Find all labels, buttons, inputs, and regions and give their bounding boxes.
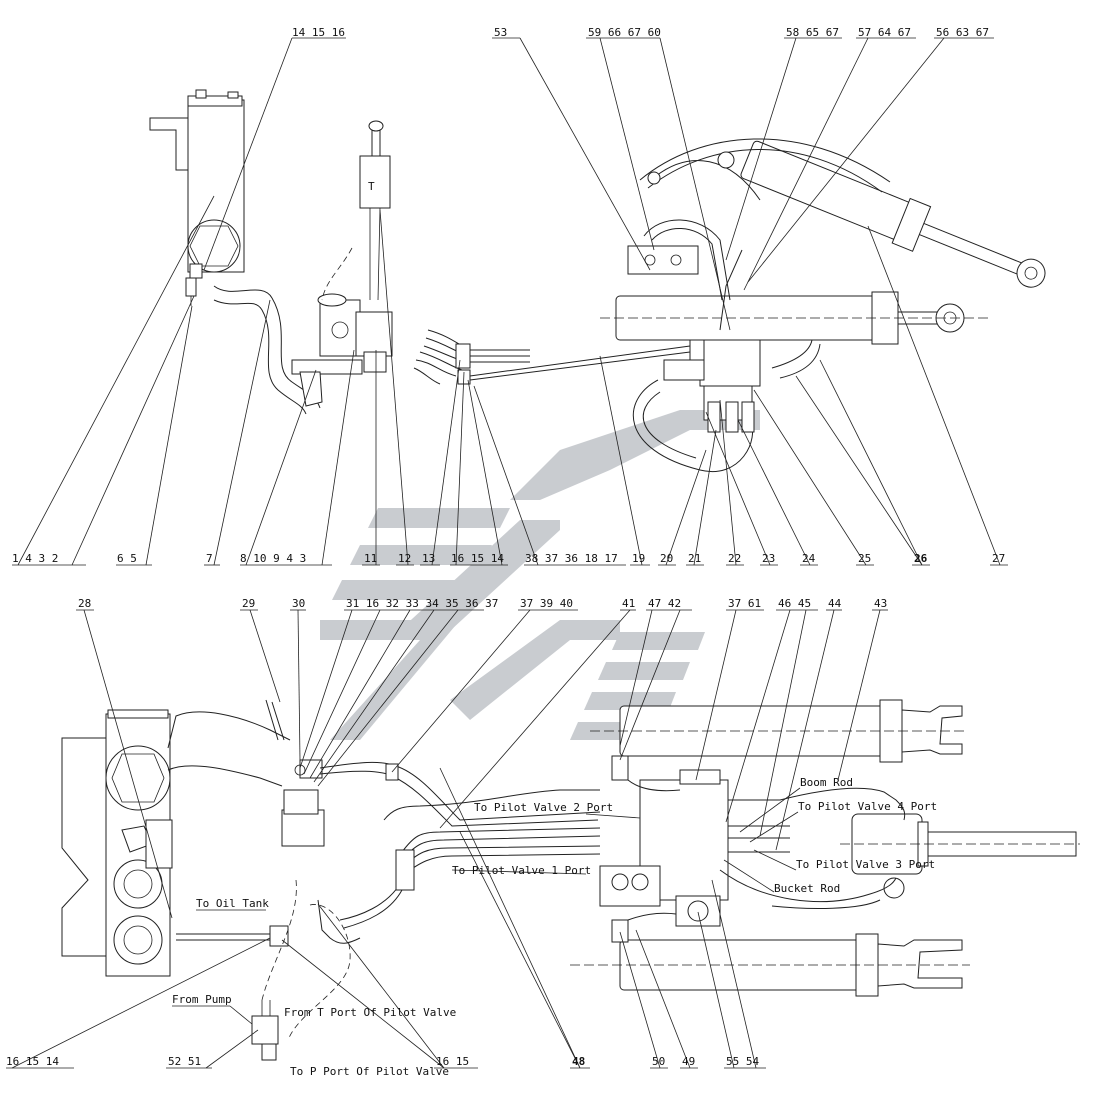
part-label-20: 20 bbox=[660, 552, 673, 565]
part-label-22: 22 bbox=[728, 552, 741, 565]
part-label-7: 7 bbox=[206, 552, 213, 565]
part-label-25: 25 bbox=[858, 552, 871, 565]
part-label-12: 12 bbox=[398, 552, 411, 565]
part-label-1-4-3-2: 1 4 3 2 bbox=[12, 552, 58, 565]
upper-pilot-lever: T bbox=[321, 120, 391, 301]
upper-filter-assembly bbox=[317, 293, 393, 373]
lower-main-valve-and-cylinders bbox=[383, 699, 1080, 997]
part-label-14-15-16: 14 15 16 bbox=[292, 26, 345, 39]
part-label-47-42: 47 42 bbox=[648, 597, 681, 610]
part-label-23: 23 bbox=[762, 552, 775, 565]
upper-top-part-labels: 14 15 16 53 59 66 67 60 58 65 67 57 64 6… bbox=[292, 26, 989, 39]
note-to-p-port: To P Port Of Pilot Valve bbox=[290, 1065, 449, 1078]
watermark-logo bbox=[320, 410, 760, 740]
lower-assembly-view bbox=[61, 699, 1080, 1061]
lower-bottom-part-labels: 16 15 14 52 51 16 15 48 50 49 55 54 bbox=[6, 1055, 759, 1068]
note-from-t-port: From T Port Of Pilot Valve bbox=[284, 1006, 456, 1019]
part-label-57-64-67: 57 64 67 bbox=[858, 26, 911, 39]
part-label-41: 41 bbox=[622, 597, 635, 610]
lower-priority-valve bbox=[251, 1000, 279, 1061]
part-label-52-51: 52 51 bbox=[168, 1055, 201, 1068]
part-label-43: 43 bbox=[874, 597, 887, 610]
part-label-27: 27 bbox=[992, 552, 1005, 565]
upper-bottom-part-labels: 1 4 3 2 6 5 7 8 10 9 4 3 11 12 13 16 15 … bbox=[12, 552, 1005, 565]
part-label-16-15-bottom: 16 15 bbox=[436, 1055, 469, 1068]
part-label-48: 48 bbox=[572, 1055, 585, 1068]
part-label-16-15-14: 16 15 14 bbox=[451, 552, 504, 565]
lower-suction-line bbox=[167, 699, 291, 787]
upper-hydraulic-tank bbox=[149, 89, 245, 306]
part-label-46-45: 46 45 bbox=[778, 597, 811, 610]
part-label-55-54: 55 54 bbox=[726, 1055, 759, 1068]
note-bucket-rod: Bucket Rod bbox=[774, 882, 840, 895]
note-to-pilot-valve-1-port: To Pilot Valve 1 Port bbox=[452, 864, 591, 877]
part-label-38-37-36-18-17: 38 37 36 18 17 bbox=[525, 552, 618, 565]
port-annotations: Boom Rod To Pilot Valve 4 Port To Pilot … bbox=[172, 776, 937, 1078]
note-to-pilot-valve-4-port: To Pilot Valve 4 Port bbox=[798, 800, 937, 813]
lower-hydraulic-tank bbox=[61, 709, 173, 977]
part-label-21: 21 bbox=[688, 552, 701, 565]
part-label-56-63-67: 56 63 67 bbox=[936, 26, 989, 39]
part-label-44: 44 bbox=[828, 597, 842, 610]
upper-assembly-view: T bbox=[149, 89, 1046, 473]
part-label-37-39-40: 37 39 40 bbox=[520, 597, 573, 610]
part-label-31-16-32-33-34-35-36-37: 31 16 32 33 34 35 36 37 bbox=[346, 597, 498, 610]
part-label-19: 19 bbox=[632, 552, 645, 565]
note-from-pump: From Pump bbox=[172, 993, 232, 1006]
part-label-16-15-14-bottom: 16 15 14 bbox=[6, 1055, 59, 1068]
svg-text:T: T bbox=[368, 180, 375, 193]
note-boom-rod: Boom Rod bbox=[800, 776, 853, 789]
part-label-59-66-67-60: 59 66 67 60 bbox=[588, 26, 661, 39]
note-to-pilot-valve-3-port: To Pilot Valve 3 Port bbox=[796, 858, 935, 871]
part-label-26: 26 bbox=[914, 552, 928, 565]
lower-filter bbox=[281, 759, 325, 847]
upper-main-valve-and-cylinders bbox=[600, 138, 1046, 473]
part-label-58-65-67: 58 65 67 bbox=[786, 26, 839, 39]
part-label-13: 13 bbox=[422, 552, 435, 565]
part-label-8-10-9-4-3: 8 10 9 4 3 bbox=[240, 552, 306, 565]
part-label-29: 29 bbox=[242, 597, 255, 610]
part-label-28: 28 bbox=[78, 597, 91, 610]
upper-leader-lines bbox=[12, 37, 1008, 566]
part-label-30: 30 bbox=[292, 597, 305, 610]
note-to-pilot-valve-2-port: To Pilot Valve 2 Port bbox=[474, 801, 613, 814]
part-label-6-5: 6 5 bbox=[117, 552, 137, 565]
lower-pilot-lines bbox=[176, 761, 601, 1041]
part-label-11: 11 bbox=[364, 552, 377, 565]
lower-top-part-labels: 28 29 30 31 16 32 33 34 35 36 37 37 39 4… bbox=[78, 597, 887, 610]
part-label-50: 50 bbox=[652, 1055, 665, 1068]
part-label-24: 24 bbox=[802, 552, 816, 565]
part-label-49: 49 bbox=[682, 1055, 695, 1068]
part-label-53: 53 bbox=[494, 26, 507, 39]
upper-suction-hose bbox=[213, 285, 363, 415]
lower-leader-lines bbox=[6, 609, 888, 1069]
part-label-37-61: 37 61 bbox=[728, 597, 761, 610]
note-to-oil-tank: To Oil Tank bbox=[196, 897, 269, 910]
